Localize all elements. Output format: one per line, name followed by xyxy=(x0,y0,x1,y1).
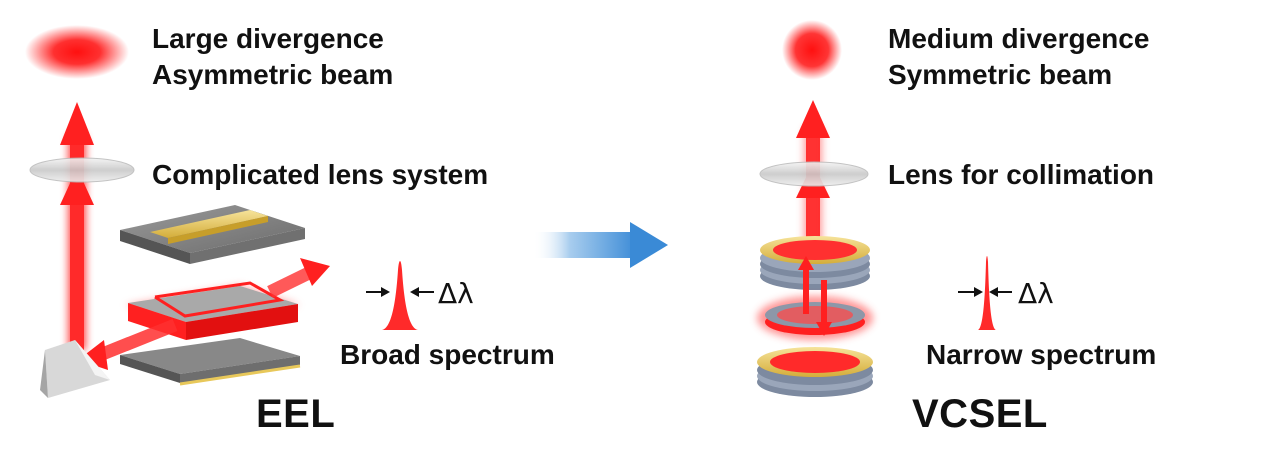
vcsel-delta-lambda: Δλ xyxy=(1018,277,1054,310)
eel-divergence-label: Large divergence xyxy=(152,23,384,54)
eel-edge-beam-arrow xyxy=(267,258,330,298)
eel-spectrum-icon xyxy=(366,261,434,330)
vcsel-top-mirror xyxy=(760,236,870,290)
vcsel-bottom-mirror xyxy=(757,347,873,397)
eel-lens-label: Complicated lens system xyxy=(152,159,489,190)
vcsel-title: VCSEL xyxy=(912,392,1048,436)
eel-spectrum-label: Broad spectrum xyxy=(340,339,555,370)
eel-prism-icon xyxy=(40,340,110,398)
vcsel-lens-icon xyxy=(759,161,869,187)
eel-beam-shape-label: Asymmetric beam xyxy=(152,59,394,90)
eel-bottom-slab xyxy=(120,338,301,386)
vcsel-lens-label: Lens for collimation xyxy=(888,159,1155,190)
eel-lens-icon xyxy=(29,157,135,183)
vcsel-spectrum-label: Narrow spectrum xyxy=(926,339,1157,370)
vcsel-active-layer xyxy=(757,296,873,340)
vcsel-cavity-arrows xyxy=(798,256,832,336)
vcsel-spectrum-icon xyxy=(958,256,1012,330)
vcsel-beam-shape-label: Symmetric beam xyxy=(888,59,1113,90)
eel-delta-lambda: Δλ xyxy=(438,277,474,310)
eel-beam-spot xyxy=(25,25,129,79)
eel-active-layer xyxy=(125,281,300,340)
vcsel-beam-spot xyxy=(782,20,842,80)
eel-top-slab xyxy=(120,205,305,264)
eel-title: EEL xyxy=(256,392,336,436)
vcsel-divergence-label: Medium divergence xyxy=(888,23,1150,54)
transition-arrow-icon xyxy=(533,222,668,268)
eel-vertical-beam-arrow xyxy=(60,102,94,350)
